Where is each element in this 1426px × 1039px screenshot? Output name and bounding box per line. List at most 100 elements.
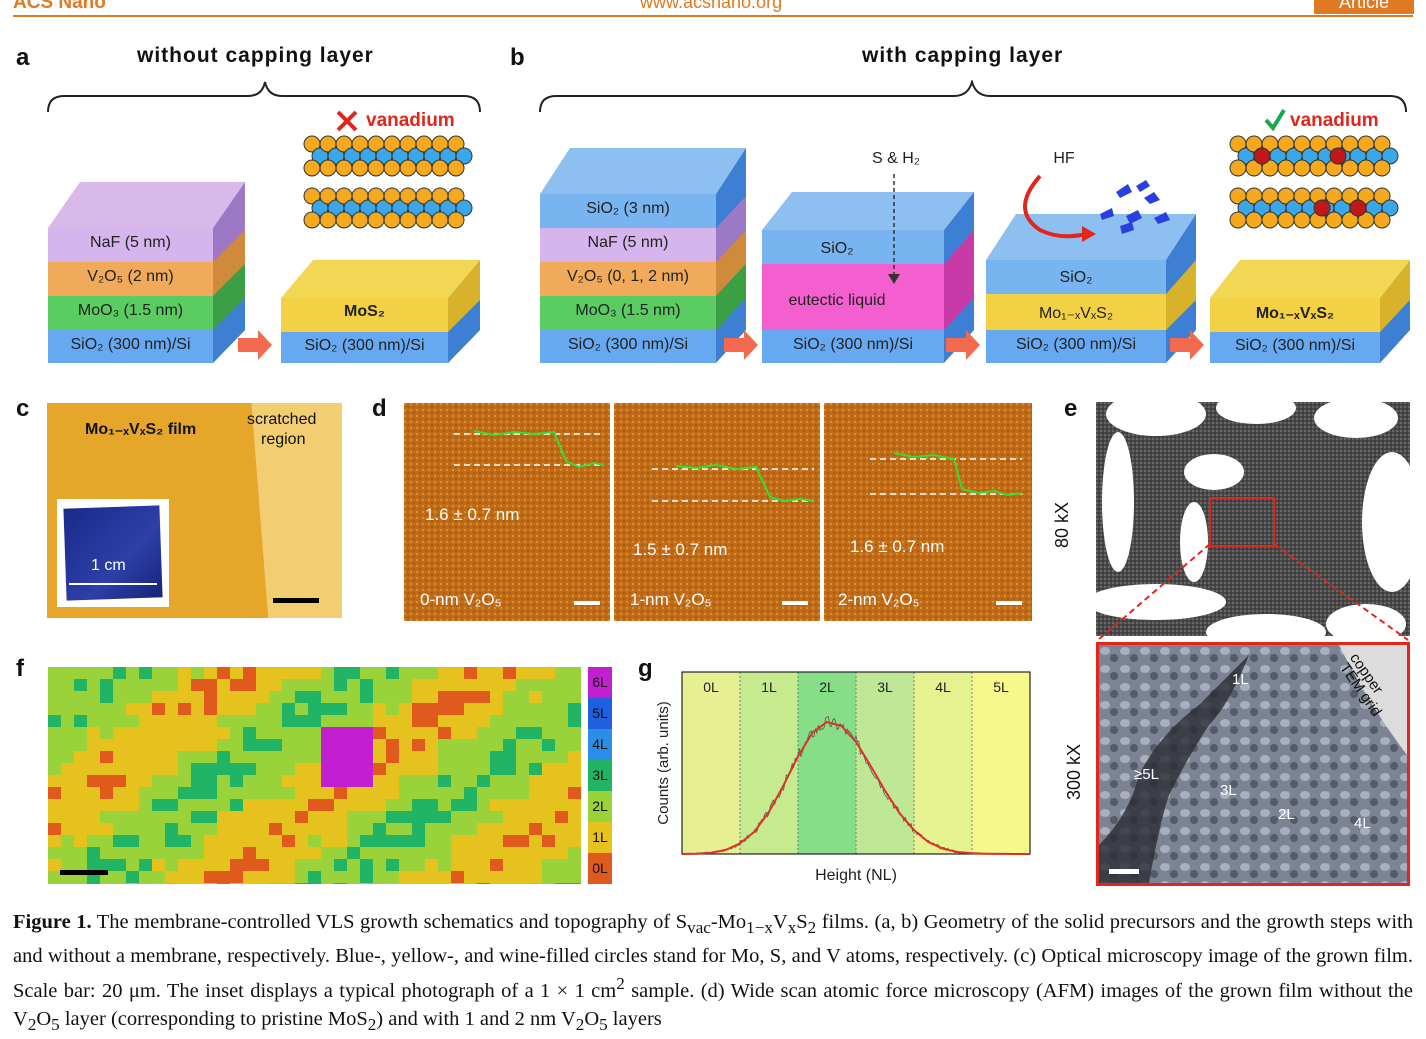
height-cell xyxy=(87,835,100,847)
height-cell xyxy=(217,799,230,811)
caption-text-11: layers xyxy=(607,1007,662,1030)
height-cell xyxy=(464,691,477,703)
height-cell xyxy=(542,751,555,763)
height-cell xyxy=(334,739,347,751)
height-cell xyxy=(412,703,425,715)
height-cell xyxy=(503,751,516,763)
height-cell xyxy=(425,715,438,727)
height-cell xyxy=(555,775,568,787)
height-cell xyxy=(399,775,412,787)
height-cell xyxy=(165,823,178,835)
height-cell xyxy=(321,775,334,787)
height-cell xyxy=(399,691,412,703)
height-cell xyxy=(113,871,126,883)
height-cell xyxy=(399,811,412,823)
height-cell xyxy=(217,787,230,799)
height-cell xyxy=(152,859,165,871)
height-cell xyxy=(308,811,321,823)
height-cell xyxy=(152,799,165,811)
height-cell xyxy=(113,667,126,679)
height-cell xyxy=(100,703,113,715)
height-cell xyxy=(295,883,308,884)
height-cell xyxy=(165,727,178,739)
height-cell xyxy=(373,715,386,727)
height-cell xyxy=(321,703,334,715)
height-cell xyxy=(399,739,412,751)
height-cell xyxy=(87,667,100,679)
height-cell xyxy=(204,679,217,691)
height-cell xyxy=(204,751,217,763)
height-cell xyxy=(126,847,139,859)
height-cell xyxy=(516,823,529,835)
height-cell xyxy=(256,679,269,691)
height-cell xyxy=(503,703,516,715)
height-cell xyxy=(217,883,230,884)
sulfur-atom xyxy=(447,135,465,153)
height-cell xyxy=(399,751,412,763)
height-cell xyxy=(464,667,477,679)
height-cell xyxy=(282,811,295,823)
height-cell xyxy=(230,823,243,835)
height-cell xyxy=(477,739,490,751)
height-cell xyxy=(308,799,321,811)
height-cell xyxy=(451,703,464,715)
height-cell xyxy=(204,727,217,739)
product-a-layer-mos2: MoS₂ xyxy=(344,303,385,320)
height-cell xyxy=(100,847,113,859)
height-cell xyxy=(529,871,542,883)
height-cell xyxy=(269,847,282,859)
sulfur-atom xyxy=(1261,211,1279,229)
legend-item-5L: 5L xyxy=(588,698,612,729)
height-cell xyxy=(191,799,204,811)
height-cell xyxy=(464,679,477,691)
height-cell xyxy=(477,823,490,835)
height-cell xyxy=(243,871,256,883)
afm-image-1nm xyxy=(614,403,820,621)
height-cell xyxy=(490,775,503,787)
sulfur-atom xyxy=(351,159,369,177)
height-cell xyxy=(61,823,74,835)
height-cell xyxy=(152,847,165,859)
height-cell xyxy=(139,703,152,715)
height-cell xyxy=(347,691,360,703)
height-cell xyxy=(529,847,542,859)
height-cell xyxy=(412,799,425,811)
height-cell xyxy=(74,739,87,751)
height-cell xyxy=(113,835,126,847)
height-cell xyxy=(308,703,321,715)
height-cell xyxy=(568,835,581,847)
height-cell xyxy=(152,703,165,715)
height-cell xyxy=(490,811,503,823)
height-cell xyxy=(542,883,555,884)
journal-url[interactable]: www.acsnano.org xyxy=(640,0,783,12)
stack-b2-layer-substrate: SiO₂ (300 nm)/Si xyxy=(792,336,914,353)
height-cell xyxy=(308,835,321,847)
height-cell xyxy=(412,859,425,871)
height-cell xyxy=(61,739,74,751)
height-cell xyxy=(269,787,282,799)
height-cell xyxy=(191,883,204,884)
height-cell xyxy=(139,715,152,727)
height-cell xyxy=(412,811,425,823)
height-cell xyxy=(230,775,243,787)
height-cell xyxy=(490,787,503,799)
height-cell xyxy=(269,799,282,811)
height-cell xyxy=(61,679,74,691)
height-cell xyxy=(74,667,87,679)
caption-text-7: O xyxy=(36,1007,52,1030)
sulfur-atom xyxy=(335,159,353,177)
height-cell xyxy=(61,763,74,775)
height-cell xyxy=(529,679,542,691)
legend-item-6L: 6L xyxy=(588,667,612,698)
height-cell xyxy=(178,835,191,847)
height-cell xyxy=(399,799,412,811)
height-cell xyxy=(230,787,243,799)
stack-b3-gas-label: HF xyxy=(1053,150,1075,167)
height-cell xyxy=(308,859,321,871)
height-cell xyxy=(204,847,217,859)
height-cell xyxy=(256,691,269,703)
product-a-layer-substrate: SiO₂ (300 nm)/Si xyxy=(304,337,425,354)
caption-text-3: V xyxy=(772,911,788,933)
height-cell xyxy=(87,751,100,763)
height-cell xyxy=(87,847,100,859)
